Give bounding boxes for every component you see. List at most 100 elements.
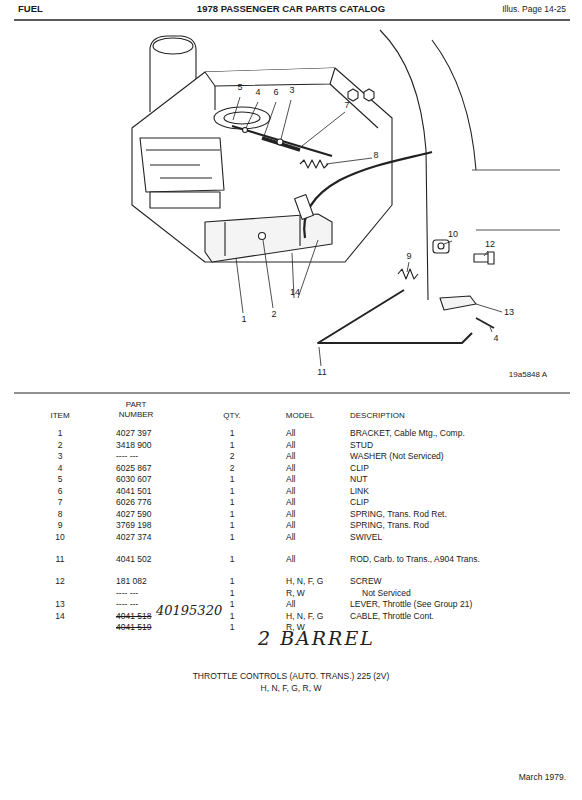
callout-number: 8 [373, 150, 378, 160]
table-cell: 1 [230, 520, 235, 530]
table-cell: All [286, 486, 295, 496]
callout-number: 7 [344, 100, 349, 110]
table-cell: All [286, 428, 295, 438]
table-cell: 6030 607 [116, 474, 151, 484]
rules [14, 20, 570, 699]
table-cell: Not Serviced [362, 588, 411, 598]
table-cell: 1 [230, 474, 235, 484]
section-head: FUEL [18, 4, 43, 14]
table-cell: H, N, F, G [286, 576, 323, 586]
callout-number: 14 [290, 287, 300, 297]
callout-number: 4 [255, 87, 260, 97]
table-cell: 4041 519 [116, 622, 151, 632]
table-cell: 8 [58, 509, 63, 519]
table-cell: 4 [58, 463, 63, 473]
callout-number: 3 [289, 85, 294, 95]
callout-number: 13 [504, 307, 514, 317]
table-cell: 11 [56, 554, 65, 564]
handwritten-number: 40195320 [156, 604, 222, 618]
table-cell: 1 [230, 486, 235, 496]
table-cell: ---- --- [116, 599, 138, 609]
table-cell: ---- --- [116, 588, 138, 598]
table-cell: 1 [230, 611, 235, 621]
column-head: MODEL [286, 411, 314, 421]
table-cell: 1 [230, 576, 235, 586]
table-cell: 1 [230, 428, 235, 438]
table-cell: 1 [230, 532, 235, 542]
table-cell: All [286, 554, 295, 564]
table-cell: CLIP [350, 463, 369, 473]
table-cell: All [286, 509, 295, 519]
table-cell: SPRING, Trans. Rod [350, 520, 429, 530]
table-cell: 4027 590 [116, 509, 151, 519]
table-cell: 14 [55, 611, 64, 621]
page-title: 1978 PASSENGER CAR PARTS CATALOG [197, 4, 385, 14]
table-cell: NUT [350, 474, 367, 484]
table-cell: All [286, 599, 295, 609]
table-cell: 4041 502 [116, 554, 151, 564]
table-cell: ---- --- [116, 451, 138, 461]
table-cell: WASHER (Not Serviced) [350, 451, 444, 461]
table-cell: R, W [286, 588, 305, 598]
table-cell: All [286, 474, 295, 484]
callout-number: 5 [237, 82, 242, 92]
model-list: H, N, F, G, R, W [261, 683, 322, 693]
table-cell: 4041 501 [116, 486, 151, 496]
callout-number: 4 [493, 333, 498, 343]
table-cell: 1 [230, 554, 235, 564]
table-cell: 1 [230, 497, 235, 507]
table-cell: 1 [230, 440, 235, 450]
table-cell: 4027 374 [116, 532, 151, 542]
table-cell: All [286, 520, 295, 530]
table-cell: 2 [230, 451, 235, 461]
table-cell: 7 [58, 497, 63, 507]
table-cell: All [286, 463, 295, 473]
table-cell: STUD [350, 440, 373, 450]
table-cell: CLIP [350, 497, 369, 507]
table-cell: LEVER, Throttle (See Group 21) [350, 599, 472, 609]
table-cell: 2 [230, 463, 235, 473]
callout-number: 1 [241, 314, 246, 324]
table-cell: 6025 867 [116, 463, 151, 473]
table-cell: 1 [230, 622, 235, 632]
table-cell: CABLE, Throttle Cont. [350, 611, 434, 621]
table-cell: SCREW [350, 576, 382, 586]
table-cell: SWIVEL [350, 532, 382, 542]
figure-caption: THROTTLE CONTROLS (AUTO. TRANS.) 225 (2V… [193, 671, 390, 681]
table-cell: ROD, Carb. to Trans., A904 Trans. [350, 554, 480, 564]
table-cell: LINK [350, 486, 369, 496]
table-cell: 13 [55, 599, 64, 609]
table-cell: 10 [55, 532, 64, 542]
table-cell: 4041 518 [116, 611, 151, 621]
callout-number: 11 [317, 367, 326, 377]
figure-code: 19a5848 A [509, 370, 547, 380]
callout-number: 9 [406, 251, 411, 261]
callout-number: 10 [448, 229, 458, 239]
table-cell: H, N, F, G [286, 611, 323, 621]
table-cell: 12 [55, 576, 64, 586]
table-cell: 3 [58, 451, 63, 461]
table-cell: 1 [230, 588, 235, 598]
page-ref: Illus. Page 14-25 [502, 4, 566, 14]
table-cell: 181 082 [116, 576, 147, 586]
column-head: PART NUMBER [113, 400, 159, 420]
table-cell: SPRING, Trans. Rod Ret. [350, 509, 447, 519]
table-cell: 1 [58, 428, 63, 438]
table-cell: All [286, 497, 295, 507]
table-cell: 9 [58, 520, 63, 530]
table-cell: 1 [230, 599, 235, 609]
handwritten-note: 2 BARREL [258, 628, 375, 648]
date: March 1979. [519, 772, 566, 782]
table-cell: 5 [58, 474, 63, 484]
table-cell: 1 [230, 509, 235, 519]
callout-number: 12 [485, 239, 495, 249]
column-head: QTY. [223, 411, 241, 421]
column-head: ITEM [50, 411, 69, 421]
table-cell: 6 [58, 486, 63, 496]
table-cell: 6026 776 [116, 497, 151, 507]
table-cell: 3769 198 [116, 520, 151, 530]
callout-number: 2 [271, 309, 276, 319]
table-cell: 4027 397 [116, 428, 151, 438]
leader-lines [233, 97, 502, 366]
engine-drawing [132, 30, 560, 343]
